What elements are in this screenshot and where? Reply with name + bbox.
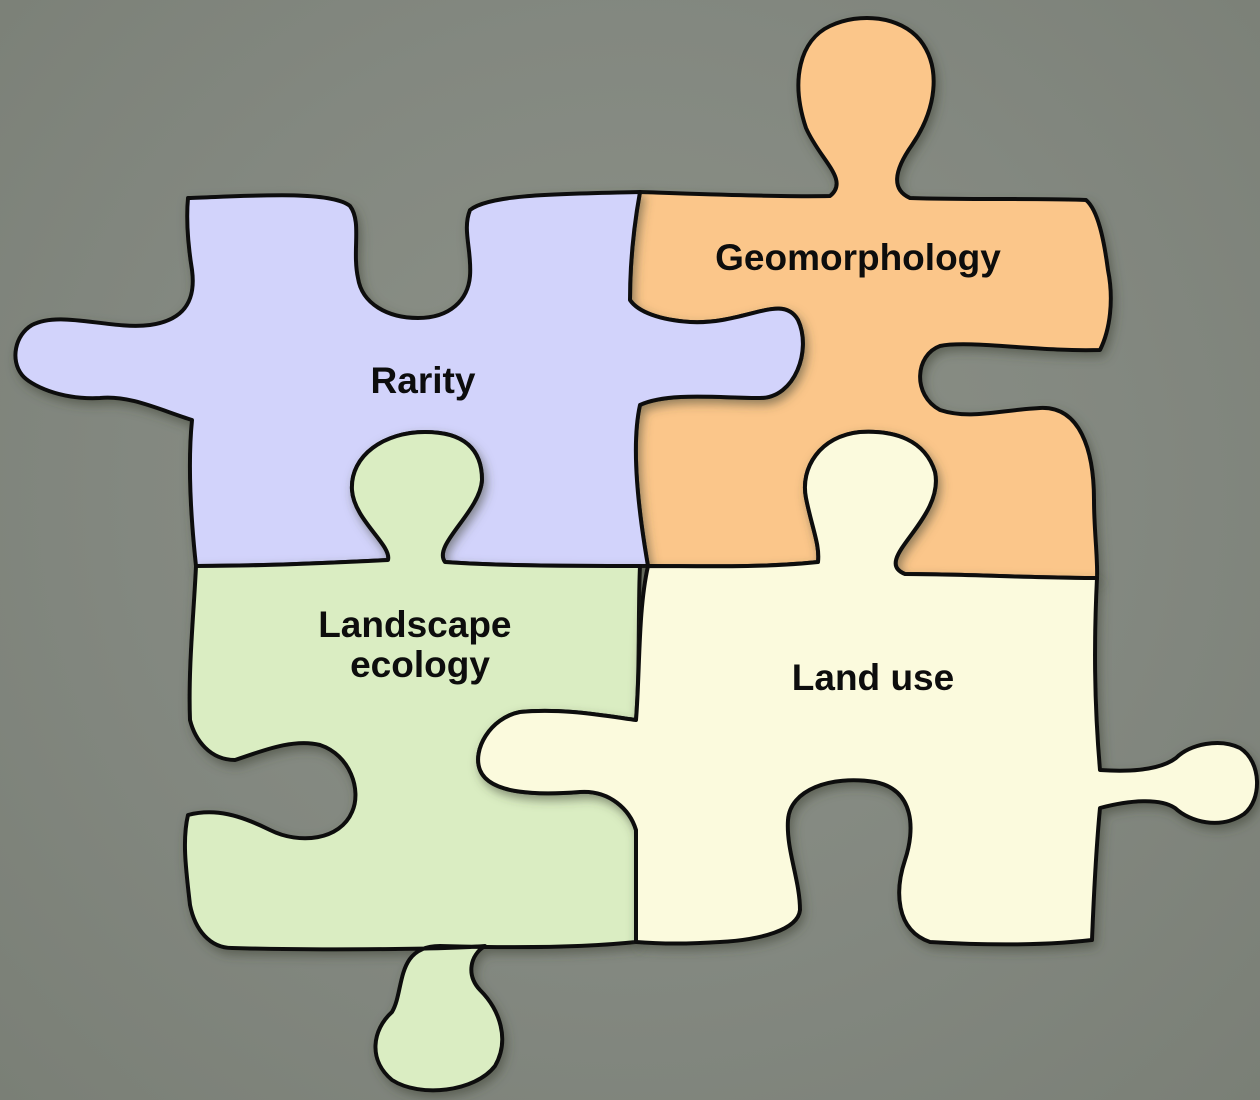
landscape-ecology-label: Landscape ecology xyxy=(318,604,522,685)
landscape-ecology-piece: Landscape ecology xyxy=(182,430,642,1093)
geomorphology-piece: Geomorphology xyxy=(628,15,1113,580)
land-use-piece: Land use xyxy=(476,429,1259,947)
geomorphology-label-line: Geomorphology xyxy=(715,237,1001,278)
land-use-piece-shape xyxy=(476,429,1259,947)
landscape-ecology-piece-shape xyxy=(182,430,642,1093)
rarity-label: Rarity xyxy=(371,360,476,401)
land-use-label: Land use xyxy=(792,657,954,698)
land-use-label-line: Land use xyxy=(792,657,954,698)
landscape-ecology-label-line-2: ecology xyxy=(350,644,490,685)
landscape-ecology-label-line-1: Landscape xyxy=(318,604,511,645)
geomorphology-label: Geomorphology xyxy=(715,237,1001,278)
rarity-piece: Rarity xyxy=(13,190,805,568)
rarity-label-line: Rarity xyxy=(371,360,476,401)
